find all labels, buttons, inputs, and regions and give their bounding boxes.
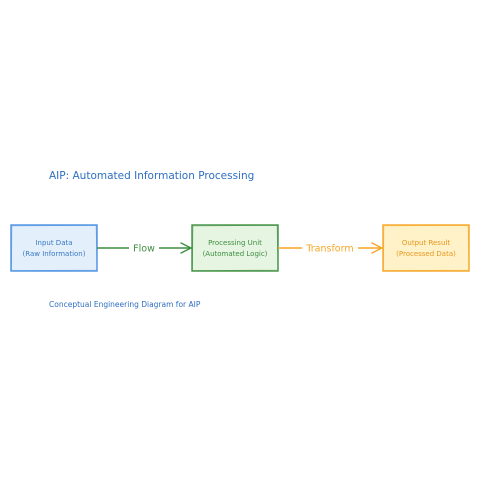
node-output-sketch-stroke	[383, 225, 470, 271]
node-input-line2: (Raw Information)	[23, 250, 86, 258]
node-output-result: Output Result (Processed Data)	[382, 224, 470, 272]
edge-transform-arrowhead	[371, 242, 383, 254]
edge-flow-label-bg	[129, 241, 159, 254]
node-input-sketch-stroke	[11, 225, 98, 271]
node-processing-sketch-stroke	[192, 225, 279, 271]
node-output-box	[382, 224, 470, 272]
node-processing-line1: Processing Unit	[208, 239, 262, 247]
node-processing-line2: (Automated Logic)	[203, 250, 268, 258]
diagram-caption: Conceptual Engineering Diagram for AIP	[49, 300, 201, 309]
node-processing-unit: Processing Unit (Automated Logic)	[191, 224, 279, 272]
diagram-title: AIP: Automated Information Processing	[49, 170, 254, 182]
node-output-line2: (Processed Data)	[396, 250, 456, 258]
node-input-line1: Input Data	[35, 239, 72, 247]
node-output-line1: Output Result	[402, 239, 450, 247]
node-input-data: Input Data (Raw Information)	[10, 224, 98, 272]
edge-flow-label: Flow	[133, 244, 155, 255]
edge-flow: Flow	[97, 241, 192, 255]
node-input-box	[10, 224, 98, 272]
edge-transform: Transform	[278, 241, 383, 255]
edge-transform-label-bg	[302, 241, 358, 254]
node-processing-box	[191, 224, 279, 272]
edge-transform-label: Transform	[305, 244, 353, 255]
edge-flow-arrowhead	[180, 242, 192, 254]
